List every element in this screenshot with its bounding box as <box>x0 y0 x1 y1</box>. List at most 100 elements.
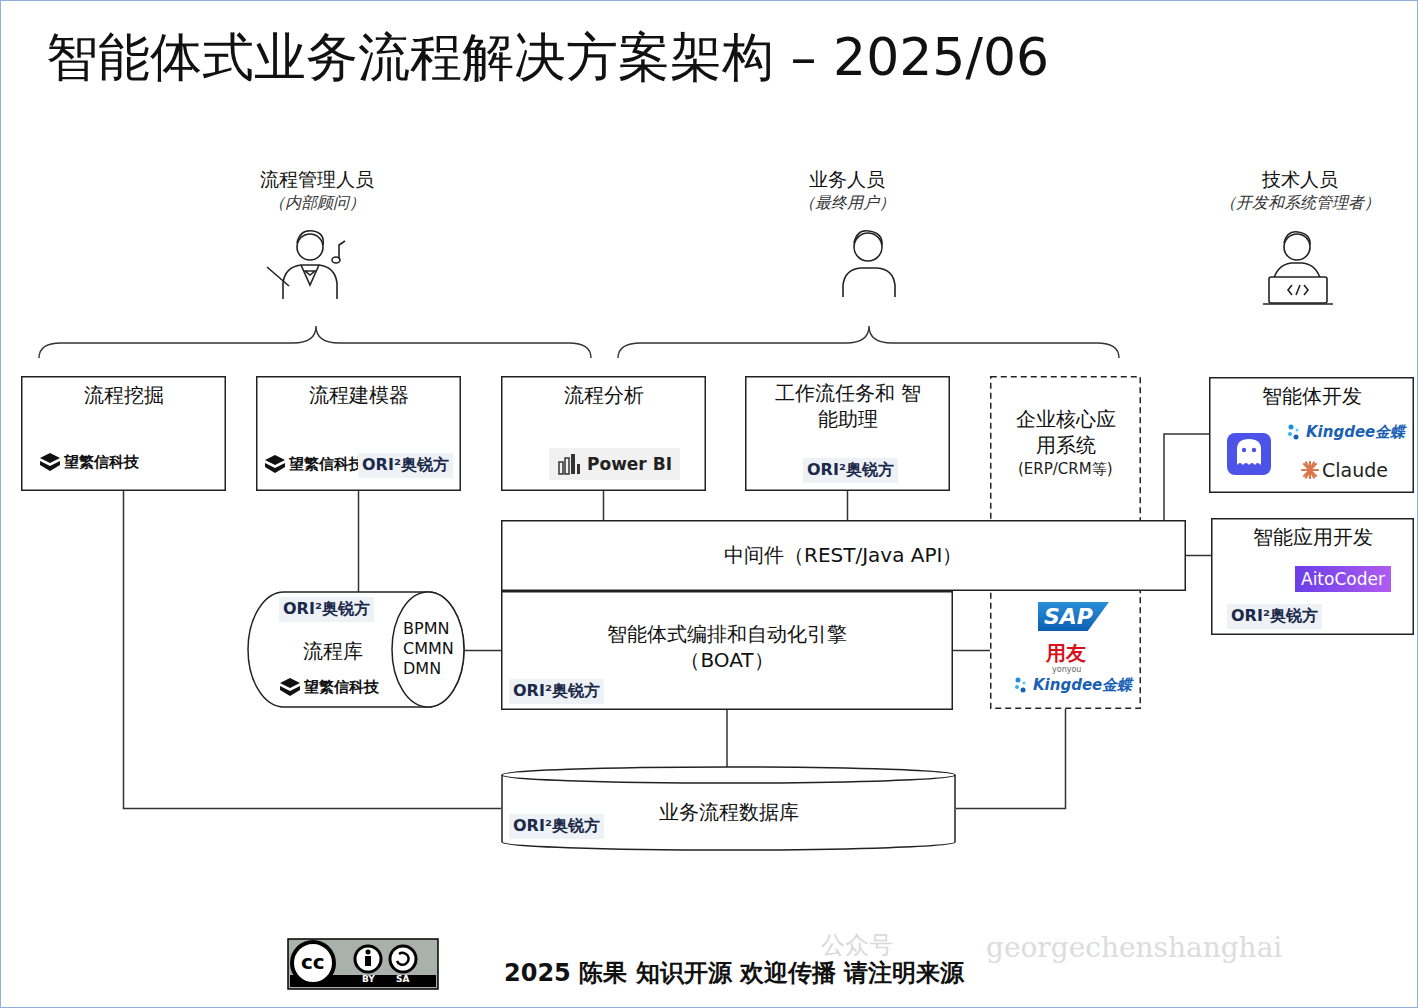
process-box: 智能应用开发 AitoCoderORI²奥锐方 <box>1211 518 1414 635</box>
logo-text: 用友 <box>1046 640 1086 667</box>
role-label: 业务人员 <box>809 167 885 193</box>
connector <box>124 491 502 809</box>
cylinder-body <box>502 767 955 850</box>
watermark: georgechenshanghai <box>986 931 1282 964</box>
connector <box>847 491 849 520</box>
box-border <box>502 521 1186 591</box>
logo: 望繁信科技 <box>264 454 364 474</box>
connector <box>603 491 605 520</box>
role-label: （开发和系统管理者） <box>1220 193 1380 214</box>
license-mark: BY <box>362 974 375 984</box>
logo: Power BI <box>549 448 680 480</box>
logo-icon <box>39 452 61 472</box>
box-border <box>502 592 953 710</box>
role-label: （最终用户） <box>799 193 895 214</box>
connector <box>1186 555 1211 557</box>
connector <box>726 710 728 767</box>
box-border <box>1210 378 1414 493</box>
box-title: 智能体开发 <box>1262 383 1362 409</box>
logo-text: Claude <box>1322 459 1388 481</box>
user-icon <box>843 231 895 297</box>
process-box: 工作流任务和 智能助理 ORI²奥锐方 <box>745 376 950 491</box>
connector <box>358 491 360 592</box>
logo-text: Kingdee金蝶 <box>1033 676 1132 695</box>
connector <box>956 709 1066 809</box>
logo-text: yonyou <box>1052 665 1081 674</box>
box-note: BPMN CMMN DMN <box>403 619 453 679</box>
connector <box>953 650 990 652</box>
diagram-title: 智能体式业务流程解决方案架构 – 2025/06 <box>46 25 1049 89</box>
logo-icon <box>279 677 301 697</box>
box-title: 流程分析 <box>564 382 644 408</box>
role-label: （内部顾问） <box>269 193 365 214</box>
cylinder-body <box>248 592 464 707</box>
box-border <box>746 377 950 491</box>
logo-text: 望繁信科技 <box>304 678 379 697</box>
box-title: 业务流程数据库 <box>659 799 799 825</box>
process-box: 流程分析 Power BI <box>501 376 706 491</box>
cylinder-store: 业务流程数据库 ORI²奥锐方 <box>501 766 956 851</box>
cylinder-rim <box>502 775 955 783</box>
bracket <box>39 326 591 358</box>
logo-text: ORI²奥锐方 <box>509 679 604 704</box>
logo-text: Power BI <box>587 454 672 474</box>
conductor-icon <box>267 231 345 299</box>
logo-text: ORI²奥锐方 <box>803 458 898 483</box>
box-title: 流程库 <box>303 638 363 664</box>
role-label: 技术人员 <box>1262 167 1338 193</box>
logo-eye <box>1252 448 1256 452</box>
logo: Kingdee金蝶 <box>1287 423 1405 442</box>
box-title: 中间件（REST/Java API） <box>724 542 962 568</box>
process-box: 智能体开发 Kingdee金蝶 Claude <box>1209 377 1414 493</box>
logo-bg <box>1227 433 1271 475</box>
box-title: 流程建模器 <box>309 382 409 408</box>
box-title: 智能应用开发 <box>1253 524 1373 550</box>
logo-text: ORI²奥锐方 <box>279 597 374 622</box>
logo: 望繁信科技 <box>39 452 139 472</box>
box-border <box>502 377 706 491</box>
process-box: 流程挖掘望繁信科技 <box>21 376 226 491</box>
footer-note: 2025 陈果 知识开源 欢迎传播 请注明来源 <box>504 957 964 989</box>
bracket <box>618 326 1119 358</box>
connector <box>1164 434 1209 520</box>
logo-icon <box>557 452 581 476</box>
logo: Kingdee金蝶 <box>1014 676 1132 695</box>
logo-icon <box>1287 424 1303 442</box>
process-box: 智能体式编排和自动化引擎 （BOAT） ORI²奥锐方 <box>501 591 953 710</box>
box-title: 流程挖掘 <box>84 382 164 408</box>
process-box: 中间件（REST/Java API） <box>501 520 1186 591</box>
box-border <box>22 377 226 491</box>
box-title: 工作流任务和 智能助理 <box>773 380 923 432</box>
process-box: 流程建模器望繁信科技ORI²奥锐方 <box>256 376 461 491</box>
logo-icon <box>1014 677 1030 695</box>
license-mark: cc <box>301 950 325 974</box>
cc-badge <box>288 939 438 989</box>
connector <box>465 650 501 652</box>
watermark: 公众号 <box>821 929 893 961</box>
logo: Claude <box>1301 459 1388 481</box>
license-mark: SA <box>396 974 409 984</box>
logo-text: 望繁信科技 <box>64 453 139 472</box>
cylinder-store: ORI²奥锐方流程库望繁信科技 BPMN CMMN DMN <box>247 591 465 708</box>
agent-logo <box>1227 433 1271 475</box>
box-title: 智能体式编排和自动化引擎 （BOAT） <box>596 621 858 673</box>
box-title: 企业核心应用系统 <box>1010 406 1122 458</box>
logo-eye <box>1242 448 1246 452</box>
logo-text: Kingdee金蝶 <box>1306 423 1405 442</box>
box-border <box>1212 519 1414 635</box>
developer-icon <box>1263 232 1333 304</box>
logo-icon <box>264 454 286 474</box>
logo: 望繁信科技 <box>279 677 379 697</box>
logo-text: ORI²奥锐方 <box>1227 604 1322 629</box>
logo-text: ORI²奥锐方 <box>509 814 604 839</box>
logo-text: AitoCoder <box>1295 566 1391 592</box>
box-border <box>257 377 461 491</box>
logo-text: 望繁信科技 <box>289 455 364 474</box>
logo-icon <box>1301 461 1319 479</box>
box-note: (ERP/CRM等) <box>1018 460 1113 479</box>
logo-face <box>1237 439 1261 465</box>
role-label: 流程管理人员 <box>260 167 374 193</box>
logo-text: ORI²奥锐方 <box>358 453 453 478</box>
